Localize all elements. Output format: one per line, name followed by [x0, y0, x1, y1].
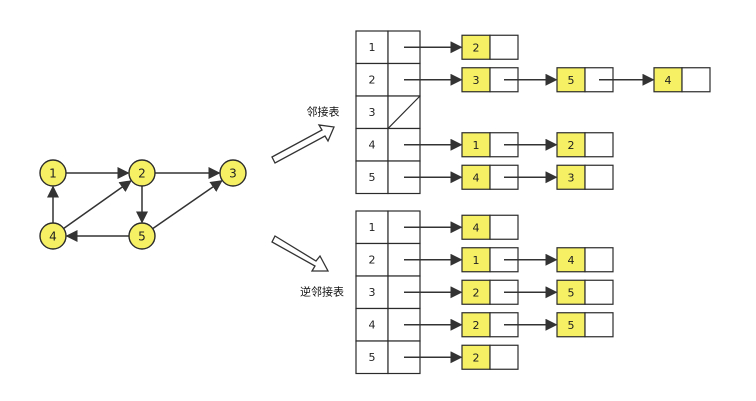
- inverse-list-node-label: 2: [473, 351, 480, 364]
- inverse-list-node-next: [584, 247, 614, 273]
- adjacency-list-node-value: [461, 132, 491, 158]
- inverse-vertex-label: 5: [369, 351, 376, 364]
- adjacency-list: 1 2 2 3 5 4 3 4 1 2 5 4 3: [355, 30, 711, 195]
- inverse-list-node-label: 4: [568, 254, 575, 267]
- adjacency-list-node-next: [584, 164, 614, 190]
- graph-node-label: 5: [138, 230, 146, 244]
- adjacency-list-node-label: 4: [473, 171, 480, 184]
- arrow-to-adjacency-icon: [271, 124, 335, 164]
- inverse-list-node-next: [489, 344, 519, 370]
- adjacency-list-node-value: [556, 67, 586, 93]
- adjacency-vertex-cell: [355, 127, 389, 162]
- transition-arrows: 邻接表 逆邻接表: [271, 105, 344, 299]
- graph-node-2: [128, 159, 156, 187]
- adjacency-list-node-label: 1: [473, 139, 480, 152]
- inverse-vertex-label: 1: [369, 221, 376, 234]
- inverse-list-node-value: [461, 344, 491, 370]
- adjacency-list-node-label: 3: [568, 171, 575, 184]
- adjacency-list-node-value: [556, 132, 586, 158]
- inverse-list-node-next: [584, 279, 614, 305]
- graph-node-label: 2: [138, 167, 146, 181]
- adjacency-list-node-next: [584, 132, 614, 158]
- adjacency-list-node-next: [489, 34, 519, 60]
- adjacency-vertex-cell: [355, 95, 389, 130]
- graph-node-1: [39, 159, 67, 187]
- inverse-adjacency-list-label: 逆邻接表: [300, 285, 344, 299]
- adjacency-vertex-label: 2: [369, 73, 376, 86]
- inverse-list-node-next: [489, 214, 519, 240]
- inverse-list-node-value: [556, 312, 586, 338]
- adjacency-list-node-value: [461, 67, 491, 93]
- adjacency-list-node-label: 2: [473, 41, 480, 54]
- adjacency-list-node-value: [653, 67, 683, 93]
- inverse-list-node-value: [461, 279, 491, 305]
- adjacency-vertex-cell: [355, 62, 389, 97]
- inverse-list-node-next: [584, 312, 614, 338]
- adjacency-list-node-next: [681, 67, 711, 93]
- graph-node-label: 1: [49, 167, 57, 181]
- graph-node-label: 3: [229, 167, 237, 181]
- inverse-vertex-label: 3: [369, 286, 376, 299]
- graph-node-4: [39, 222, 67, 250]
- graph-node-3: [219, 159, 247, 187]
- edge-4-to-2: [63, 180, 132, 230]
- adjacency-vertex-label: 4: [369, 138, 376, 151]
- inverse-list-node-value: [556, 279, 586, 305]
- inverse-list-node-label: 5: [568, 319, 575, 332]
- adjacency-list-node-value: [461, 34, 491, 60]
- adjacency-vertex-label: 5: [369, 171, 376, 184]
- arrow-to-inverse-icon: [271, 235, 330, 272]
- inverse-list-node-label: 2: [473, 286, 480, 299]
- inverse-list-node-value: [556, 247, 586, 273]
- adjacency-vertex-label: 1: [369, 41, 376, 54]
- inverse-vertex-cell: [355, 340, 389, 375]
- inverse-vertex-label: 4: [369, 318, 376, 331]
- adjacency-vertex-cell: [355, 160, 389, 195]
- null-pointer-slash: [387, 95, 421, 129]
- inverse-list-node-label: 2: [473, 319, 480, 332]
- inverse-list-node-label: 1: [473, 254, 480, 267]
- adjacency-list-node-label: 2: [568, 139, 575, 152]
- edge-5-to-3: [152, 180, 223, 230]
- inverse-list-node-label: 5: [568, 286, 575, 299]
- directed-graph: 1 2 3 4 5: [39, 159, 247, 250]
- adjacency-list-label: 邻接表: [307, 105, 340, 119]
- adjacency-list-node-label: 4: [665, 74, 672, 87]
- adjacency-vertex-label: 3: [369, 106, 376, 119]
- adjacency-list-node-label: 5: [568, 74, 575, 87]
- adjacency-list-node-label: 3: [473, 74, 480, 87]
- inverse-vertex-label: 2: [369, 253, 376, 266]
- graph-node-5: [128, 222, 156, 250]
- graph-node-label: 4: [49, 230, 57, 244]
- inverse-adjacency-list: 1 4 2 1 4 3 2 5 4 2 5 5 2: [355, 210, 614, 375]
- inverse-list-node-label: 4: [473, 221, 480, 234]
- adjacency-list-node-value: [461, 164, 491, 190]
